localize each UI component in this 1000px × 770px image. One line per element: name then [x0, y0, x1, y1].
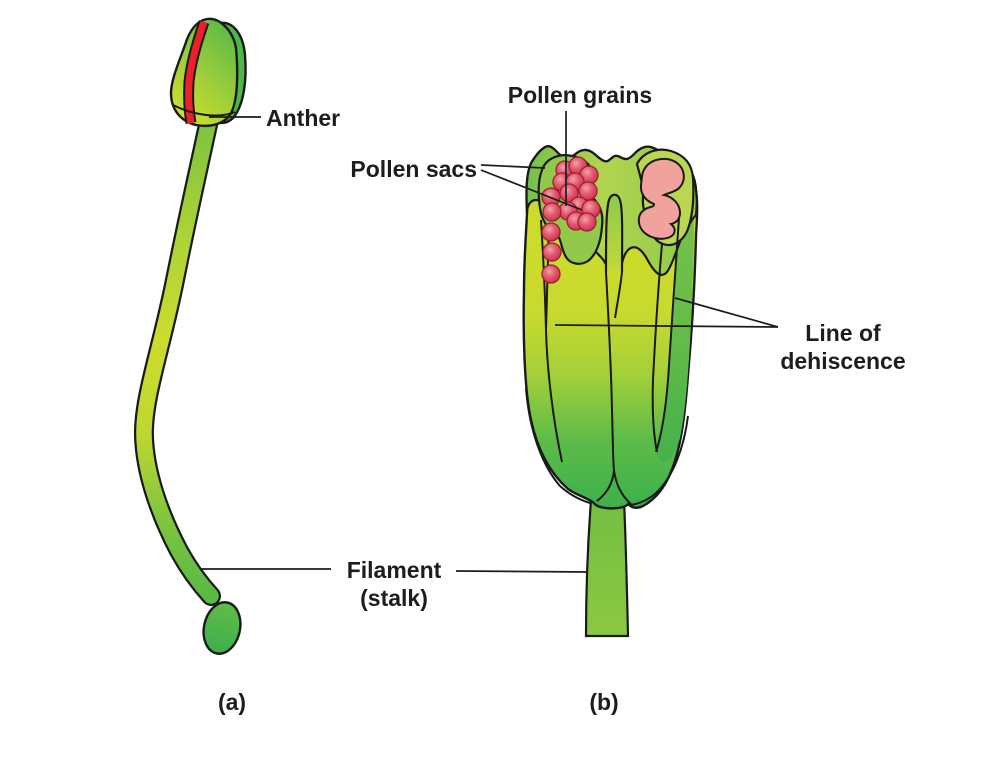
pollen-sacs-leader-upper	[480, 164, 546, 169]
pollen-sacs-label: Pollen sacs	[350, 156, 477, 182]
filament-label-line1: Filament	[346, 557, 442, 583]
filament-base-bulb	[202, 601, 242, 655]
connective-stem-outline	[604, 193, 624, 273]
pollen-grains-label: Pollen grains	[507, 82, 653, 108]
pollen-sacs-leader-lower	[480, 169, 583, 211]
filament-leader-right	[455, 570, 589, 573]
line-of-dehiscence-label-line2: dehiscence	[780, 348, 906, 374]
anther-a	[169, 17, 247, 127]
line-of-dehiscence-label-line1: Line of	[805, 320, 881, 346]
right-margin-band	[656, 213, 694, 463]
line-of-dehiscence-label: Line of dehiscence	[758, 319, 928, 375]
leader-lines	[200, 111, 779, 573]
connective-stem-fill	[606, 194, 623, 270]
pollen-grains-cluster	[541, 156, 601, 284]
dehiscence-leader-lower	[554, 324, 779, 328]
dehiscence-leader-upper	[674, 297, 779, 328]
filament-a	[133, 110, 221, 606]
caption-b: (b)	[589, 689, 619, 715]
pollen-mass-pink	[637, 157, 685, 240]
filament-label: Filament (stalk)	[333, 556, 455, 612]
figure-a-whole-stamen	[133, 17, 247, 655]
filament-label-line2: (stalk)	[360, 585, 428, 611]
anther-label: Anther	[266, 105, 341, 131]
caption-a: (a)	[217, 689, 247, 715]
stalk-b	[584, 498, 630, 638]
anther-a-base-line	[172, 104, 236, 117]
figure-b-anther-section	[522, 145, 699, 638]
